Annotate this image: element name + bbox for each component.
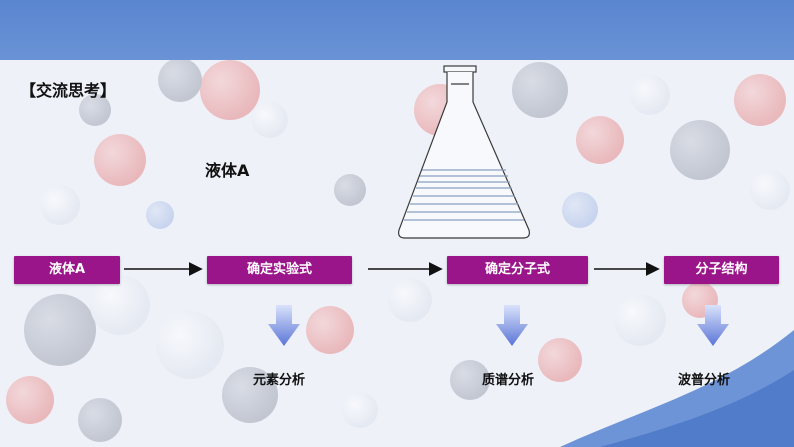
down-arrow-1 [268,305,300,346]
method-elemental-analysis: 元素分析 [253,373,306,388]
title-bar [0,0,794,60]
step-molecular-structure: 分子结构 [664,256,779,284]
method-spectroscopy: 波普分析 [678,373,731,388]
step-molecular-formula: 确定分子式 [447,256,588,284]
step-empirical-formula: 确定实验式 [207,256,352,284]
step-liquid-a: 液体A [14,256,120,284]
flask-icon [398,65,530,239]
down-arrow-2 [496,305,528,346]
liquid-label: 液体A [205,161,250,180]
down-arrow-3 [697,305,729,346]
method-mass-spectrometry: 质谱分析 [482,373,535,388]
section-heading: 【交流思考】 [20,81,117,100]
